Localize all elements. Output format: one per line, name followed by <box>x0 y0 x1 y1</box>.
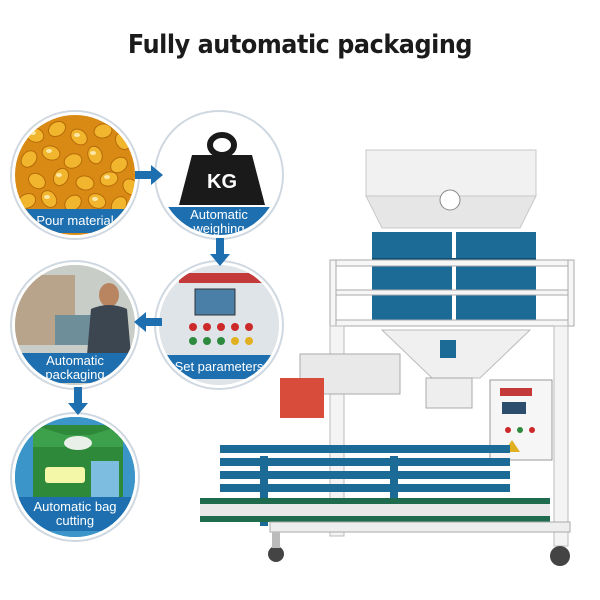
automatic-packaging-label-line2: packaging <box>45 367 105 382</box>
automatic-weighing-label: Automatic weighing <box>159 207 279 236</box>
pour-material-label: Pour material <box>15 209 135 233</box>
automatic-packaging-label-line1: Automatic <box>46 353 104 368</box>
automatic-bag-cutting-step: Automatic bag cutting <box>12 414 138 540</box>
automatic-bag-cutting-label-line2: cutting <box>55 513 95 528</box>
packaging-machine-image <box>200 149 575 566</box>
automatic-bag-cutting-label-line1: Automatic bag <box>33 499 117 514</box>
automatic-weighing-label-line2: weighing <box>193 221 245 236</box>
arrow-down-icon <box>68 387 88 415</box>
pour-material-step: Pour material <box>12 112 138 238</box>
kg-weight-icon: KG <box>179 132 265 205</box>
automatic-bag-cutting-label: Automatic bag cutting <box>15 497 135 531</box>
arrow-left-icon <box>134 312 162 332</box>
automatic-weighing-step: KG Automatic weighing <box>156 112 282 238</box>
automatic-packaging-label: Automatic packaging <box>15 353 135 383</box>
arrow-down-icon <box>210 238 230 266</box>
set-parameters-label: Set parameters <box>159 355 279 379</box>
set-parameters-step: Set parameters <box>156 262 282 388</box>
kg-weight-text: KG <box>207 171 237 193</box>
automatic-weighing-label-line1: Automatic <box>190 207 248 222</box>
arrow-right-icon <box>135 165 163 185</box>
page-title: Fully automatic packaging <box>127 30 473 60</box>
automatic-packaging-step: Automatic packaging <box>12 262 138 388</box>
